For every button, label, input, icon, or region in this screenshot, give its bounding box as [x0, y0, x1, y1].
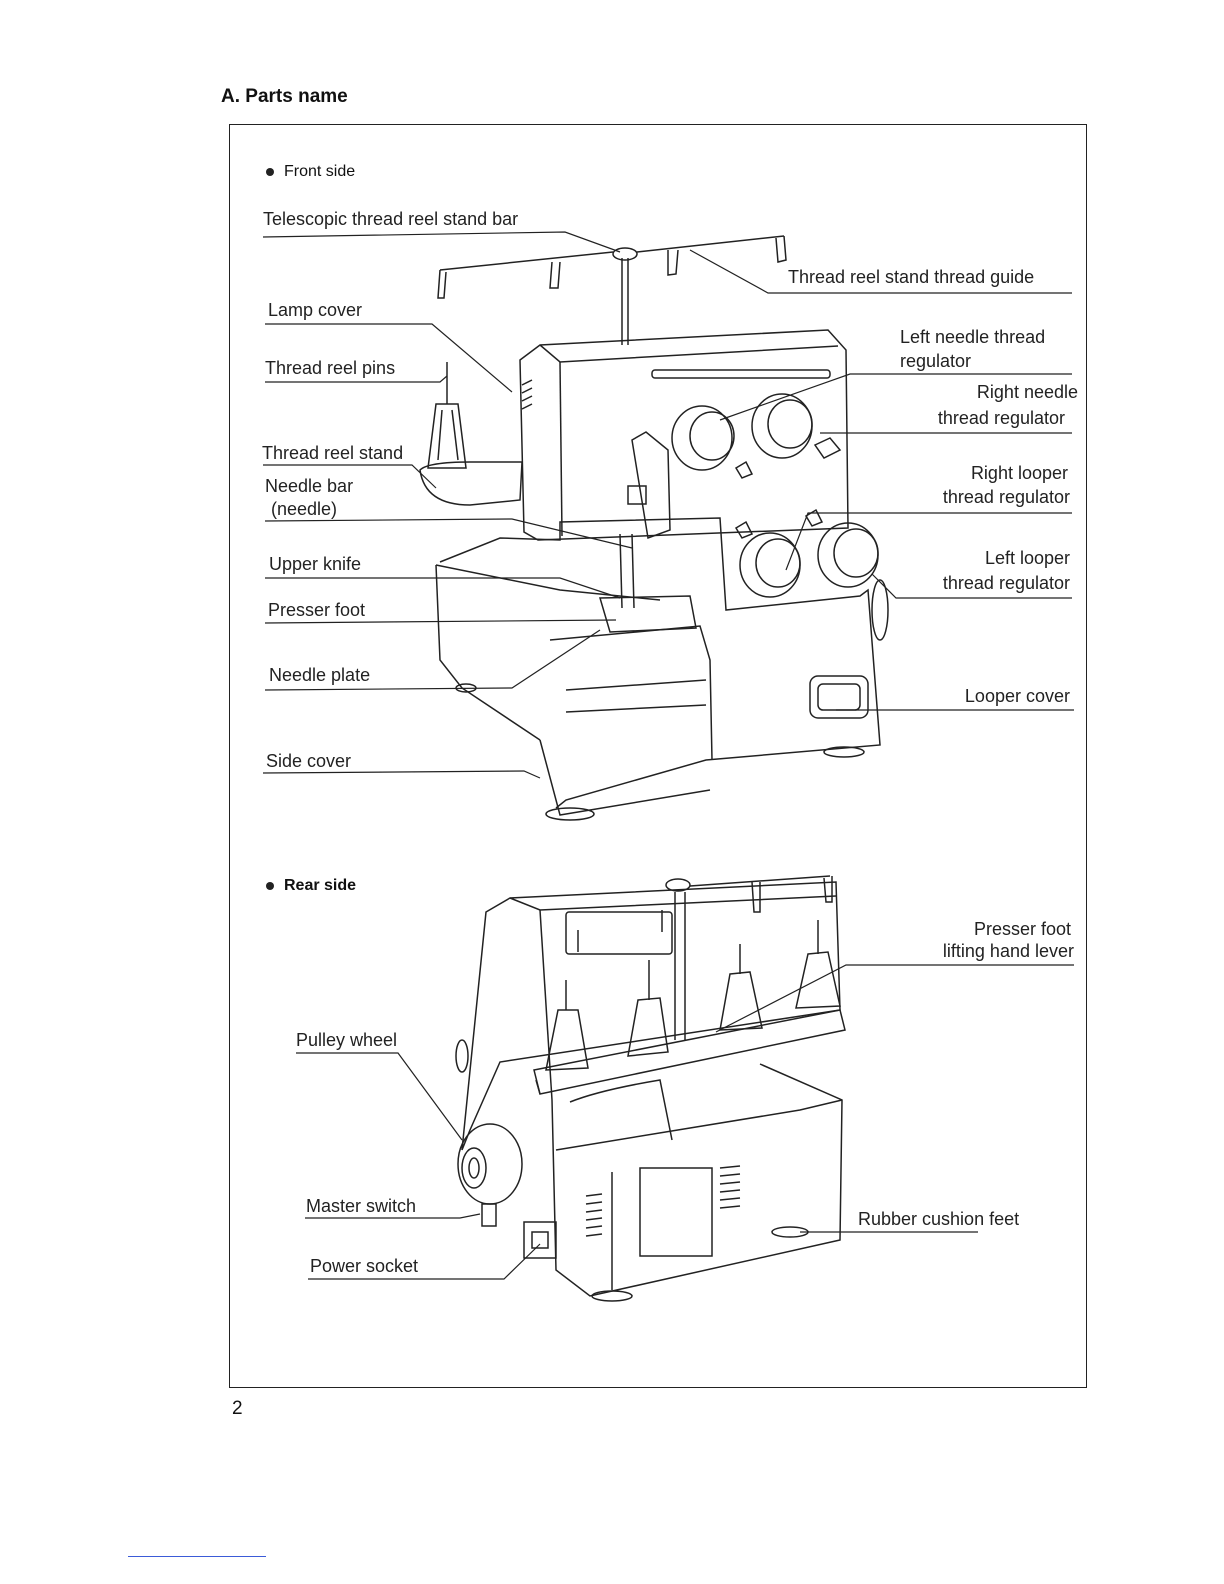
label-right-needle-thread-regulator: Right needle	[976, 382, 1078, 402]
label-right-looper-thread-regulator: Right looper	[970, 463, 1068, 483]
label-presser-foot-lifting-hand-lever: Presser foot	[973, 919, 1071, 939]
front-heading-text: Front side	[284, 163, 356, 180]
label-presser-foot: Presser foot	[268, 600, 366, 620]
label-thread-reel-stand-thread-guide: Thread reel stand thread guide	[788, 267, 1035, 287]
label-left-looper-regulator-line2: thread regulator	[942, 573, 1070, 593]
label-needle-bar: Needle bar	[265, 476, 354, 496]
label-rubber-cushion-feet: Rubber cushion feet	[858, 1209, 1020, 1229]
page-number: 2	[232, 1398, 243, 1419]
label-telescopic-thread-reel-stand-bar: Telescopic thread reel stand bar	[263, 209, 519, 229]
rear-side-heading: Rear side	[266, 877, 356, 895]
label-thread-reel-stand: Thread reel stand	[262, 443, 404, 463]
label-side-cover: Side cover	[266, 751, 352, 771]
front-side-heading: Front side	[266, 163, 355, 181]
bullet-icon	[266, 167, 274, 176]
label-left-needle-regulator-line2: regulator	[900, 351, 972, 371]
label-thread-reel-pins: Thread reel pins	[265, 358, 396, 378]
label-left-looper-thread-regulator: Left looper	[984, 548, 1070, 568]
front-leader-lines	[262, 231, 1074, 779]
label-looper-cover: Looper cover	[964, 686, 1070, 706]
label-needle-bar-needle: (needle)	[271, 499, 338, 519]
footer-rule	[128, 1556, 266, 1557]
label-upper-knife: Upper knife	[269, 554, 362, 574]
label-needle-plate: Needle plate	[269, 665, 371, 685]
label-right-needle-regulator-line2: thread regulator	[937, 408, 1065, 428]
label-right-looper-regulator-line2: thread regulator	[942, 487, 1070, 507]
label-master-switch: Master switch	[306, 1196, 417, 1216]
rear-heading-text: Rear side	[284, 877, 357, 894]
label-power-socket: Power socket	[310, 1256, 419, 1276]
label-left-needle-thread-regulator: Left needle thread	[900, 327, 1046, 347]
section-title: A. Parts name	[221, 86, 348, 107]
label-presser-foot-lever-line2: lifting hand lever	[942, 941, 1074, 961]
label-pulley-wheel: Pulley wheel	[296, 1030, 398, 1050]
rear-machine-drawing	[455, 875, 846, 1302]
bullet-icon	[266, 881, 274, 890]
content-frame	[229, 124, 1087, 1388]
rear-leader-lines	[296, 964, 1074, 1280]
front-machine-drawing	[419, 235, 889, 821]
label-lamp-cover: Lamp cover	[268, 300, 363, 320]
